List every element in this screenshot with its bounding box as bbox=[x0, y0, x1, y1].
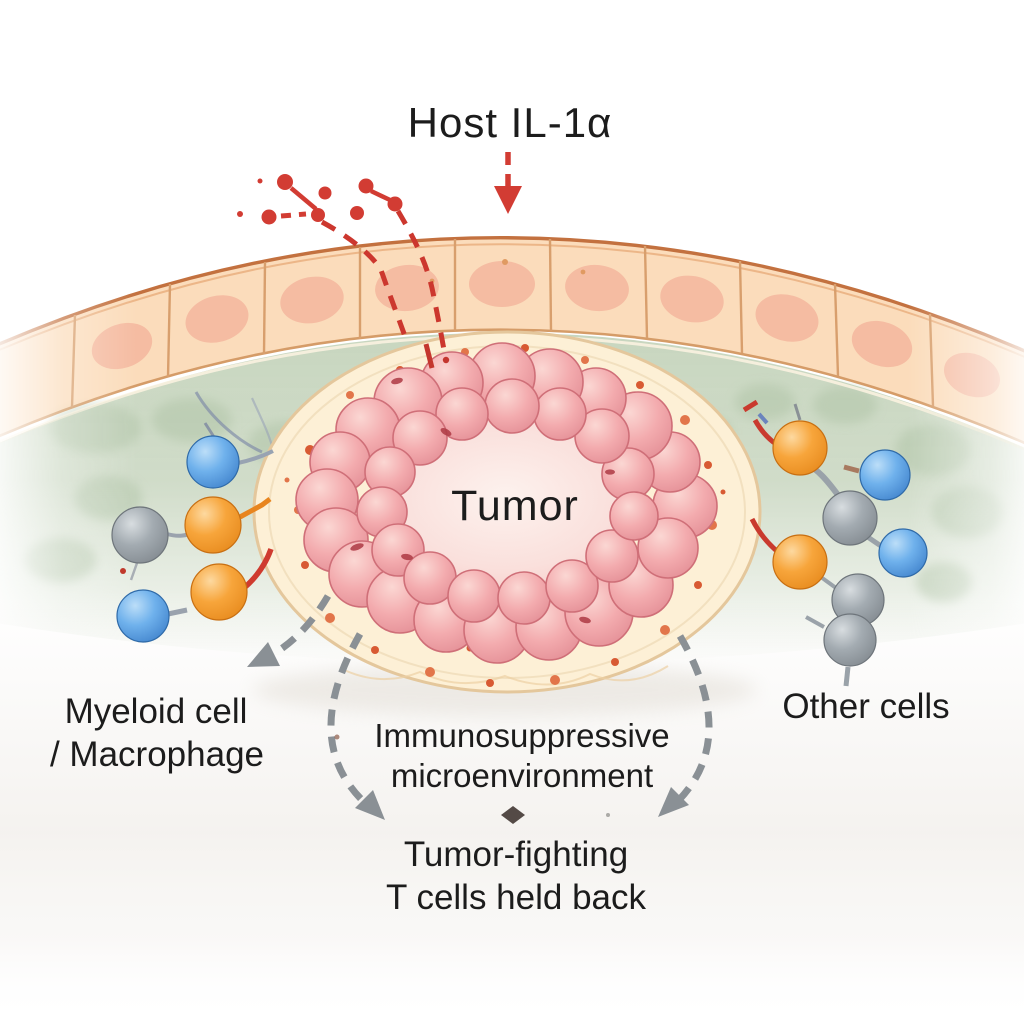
il1a-molecule-links bbox=[280, 186, 391, 219]
tumor-label: Tumor bbox=[451, 482, 579, 530]
arrow-left-to-tcells bbox=[327, 632, 367, 805]
immunosuppressive-label-line2: microenvironment bbox=[391, 757, 653, 794]
myeloid-label-line2: / Macrophage bbox=[50, 735, 264, 774]
immunosuppressive-label-line1: Immunosuppressive bbox=[374, 717, 669, 754]
tumor-body: Tumor bbox=[252, 330, 762, 694]
tcells-label-line1: Tumor-fighting bbox=[404, 835, 628, 874]
myeloid-macrophage-cluster bbox=[111, 422, 274, 643]
epithelial-cell-nuclei bbox=[91, 261, 1001, 398]
caption-labels: Myeloid cell / Macrophage Other cells Im… bbox=[50, 687, 950, 917]
host-il1a-label: Host IL-1α bbox=[408, 99, 613, 146]
other-cell-orange bbox=[772, 420, 828, 476]
epithelial-barrier bbox=[0, 236, 1024, 451]
dendrite-line bbox=[194, 391, 263, 454]
other-cell-blue bbox=[878, 528, 928, 578]
il1a-molecule-dots bbox=[237, 174, 403, 225]
speck bbox=[606, 813, 610, 817]
arrowhead bbox=[355, 790, 385, 820]
epithelial-cell-junctions bbox=[70, 238, 935, 408]
myeloid-cell-orange bbox=[190, 563, 248, 621]
myeloid-cell-blue bbox=[186, 435, 240, 489]
arrow-to-myeloid-label bbox=[264, 594, 332, 662]
suppression-arrows bbox=[247, 594, 713, 820]
il1a-penetration-trails bbox=[320, 209, 448, 357]
il1a-trail-tip bbox=[423, 343, 435, 369]
red-speck bbox=[120, 568, 126, 574]
tumor-cell-marks bbox=[350, 377, 615, 624]
myeloid-label-line1: Myeloid cell bbox=[65, 692, 248, 731]
other-cell-gray bbox=[822, 490, 878, 546]
il1a-arrowhead bbox=[494, 186, 522, 214]
other-cell-gray bbox=[823, 613, 877, 667]
arrowhead bbox=[658, 787, 689, 817]
arrow-right-to-tcells bbox=[673, 634, 713, 806]
host-il1a-group: Host IL-1α bbox=[237, 99, 613, 369]
speck bbox=[334, 734, 340, 740]
other-cell-blue bbox=[859, 449, 911, 501]
other-cell-orange bbox=[772, 534, 828, 590]
myeloid-cell-gray bbox=[111, 506, 169, 564]
other-cells-label: Other cells bbox=[782, 687, 949, 726]
tumor-cell-ring bbox=[295, 342, 718, 664]
myeloid-cell-blue bbox=[116, 589, 170, 643]
tumor-rim-scallop bbox=[339, 665, 669, 686]
other-cells-cluster bbox=[742, 399, 928, 687]
tumor-core bbox=[373, 420, 637, 592]
myeloid-cell-orange bbox=[184, 496, 242, 554]
il1a-trail-tip-dot bbox=[442, 356, 450, 364]
diamond-marker bbox=[501, 806, 525, 824]
tcells-label-line2: T cells held back bbox=[386, 878, 647, 917]
arrowhead bbox=[247, 642, 280, 667]
